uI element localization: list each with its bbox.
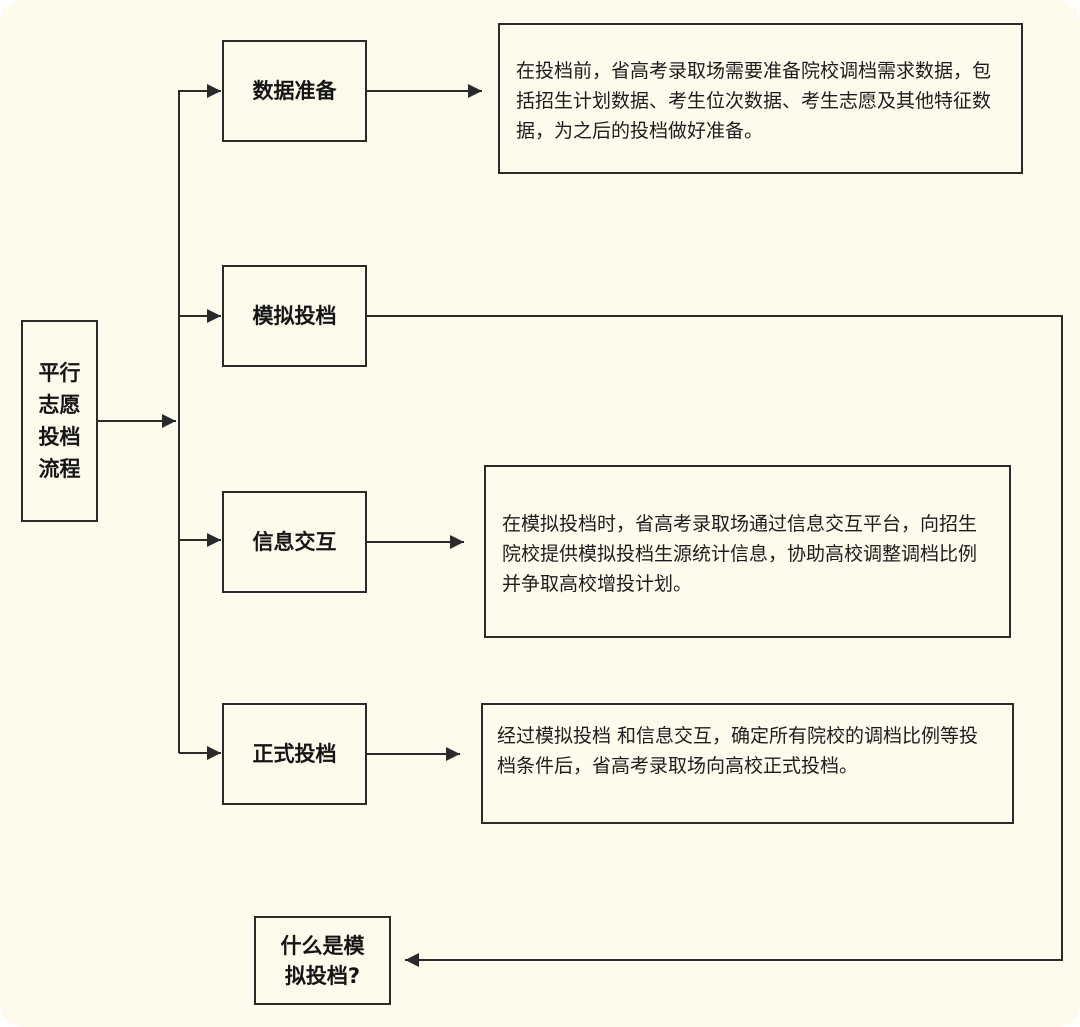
connector-sim-filing-to-question <box>367 315 1063 967</box>
step-node-data-preparation: 数据准备 <box>222 40 367 142</box>
step-label-simulated-filing: 模拟投档 <box>252 304 337 328</box>
description-box-formal-filing: 经过模拟投档 和信息交互，确定所有院校的调档比例等投档条件后，省高考录取场向高校… <box>481 703 1014 824</box>
root-node-parallel-filing: 平行志愿投档流程 <box>21 320 98 522</box>
question-node-what-is-simulated-filing: 什么是模拟投档? <box>254 916 391 1005</box>
description-text-formal-filing: 经过模拟投档 和信息交互，确定所有院校的调档比例等投档条件后，省高考录取场向高校… <box>497 725 979 777</box>
step-node-simulated-filing: 模拟投档 <box>222 265 367 367</box>
description-text-data-preparation: 在投档前，省高考录取场需要准备院校调档需求数据，包括招生计划数据、考生位次数据、… <box>516 60 992 142</box>
step-node-information-exchange: 信息交互 <box>222 491 367 593</box>
description-box-data-preparation: 在投档前，省高考录取场需要准备院校调档需求数据，包括招生计划数据、考生位次数据、… <box>498 23 1023 174</box>
question-node-label: 什么是模拟投档? <box>280 933 365 988</box>
description-box-information-exchange: 在模拟投档时，省高考录取场通过信息交互平台，向招生院校提供模拟投档生源统计信息，… <box>484 465 1011 638</box>
step-label-formal-filing: 正式投档 <box>252 742 337 766</box>
step-label-data-preparation: 数据准备 <box>252 79 337 103</box>
root-node-label: 平行志愿投档流程 <box>38 361 81 481</box>
step-node-formal-filing: 正式投档 <box>222 703 367 805</box>
description-text-information-exchange: 在模拟投档时，省高考录取场通过信息交互平台，向招生院校提供模拟投档生源统计信息，… <box>502 513 978 595</box>
step-label-information-exchange: 信息交互 <box>252 530 337 554</box>
